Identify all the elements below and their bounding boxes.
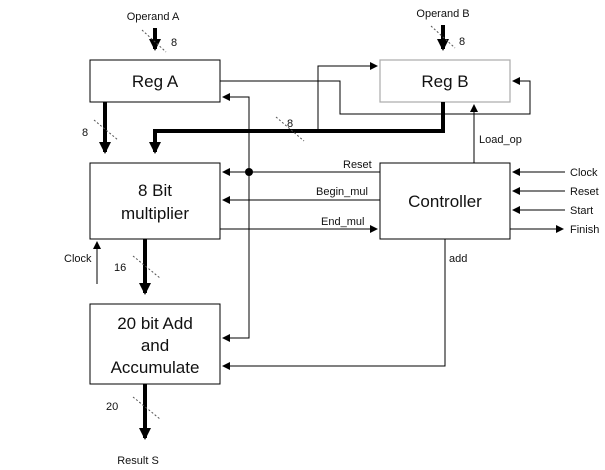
reg-b-block: [379, 59, 511, 103]
operand-a-width: 8: [171, 37, 177, 49]
result-width-tick: [132, 396, 161, 420]
operand-a-label: Operand A: [127, 11, 180, 23]
reg-a-out-width-tick: [93, 119, 119, 141]
operand-b-width: 8: [459, 36, 465, 48]
accumulator-label-line1: 20 bit Add: [117, 314, 193, 333]
controller-reset-label: Reset: [570, 186, 599, 198]
reg-b-feedback-wire: [300, 62, 378, 132]
multiplier-block: [89, 162, 221, 240]
controller-start-label: Start: [570, 205, 593, 217]
multiplier-clock-label: Clock: [64, 253, 92, 265]
reg-a-out-width: 8: [82, 127, 88, 139]
reg-a-block: [89, 59, 221, 103]
result-label: Result S: [117, 455, 159, 467]
multiplier-label-line2: multiplier: [121, 204, 189, 223]
reset-label: Reset: [343, 159, 372, 171]
reg-b-out-width: 8: [287, 118, 293, 130]
controller-block: [379, 162, 511, 240]
operand-b-label: Operand B: [416, 8, 469, 20]
operand-a-width-tick: [141, 29, 167, 53]
load-op-label: Load_op: [479, 134, 522, 146]
reset-to-reg-a-wire: [222, 93, 250, 172]
end-mul-label: End_mul: [321, 216, 364, 228]
controller-finish-label: Finish: [570, 224, 599, 236]
accumulator-label-line2: and: [141, 336, 169, 355]
add-label: add: [449, 253, 467, 265]
reg-b-to-multiplier-bus: [149, 102, 445, 154]
reg-a-label: Reg A: [132, 72, 179, 91]
reg-b-label: Reg B: [421, 72, 468, 91]
multiplier-out-width-tick: [132, 255, 161, 279]
begin-mul-label: Begin_mul: [316, 186, 368, 198]
reg-a-to-reg-b-wire: [220, 77, 531, 115]
accumulator-label-line3: Accumulate: [111, 358, 200, 377]
controller-clock-label: Clock: [570, 167, 598, 179]
result-width: 20: [106, 401, 118, 413]
multiplier-label-line1: 8 Bit: [138, 181, 172, 200]
operand-b-width-tick: [430, 25, 456, 49]
controller-label: Controller: [408, 192, 482, 211]
add-wire: [222, 239, 446, 370]
multiplier-out-width: 16: [114, 262, 126, 274]
accumulator-block: [89, 303, 221, 385]
reset-to-accumulator-wire: [222, 172, 250, 342]
